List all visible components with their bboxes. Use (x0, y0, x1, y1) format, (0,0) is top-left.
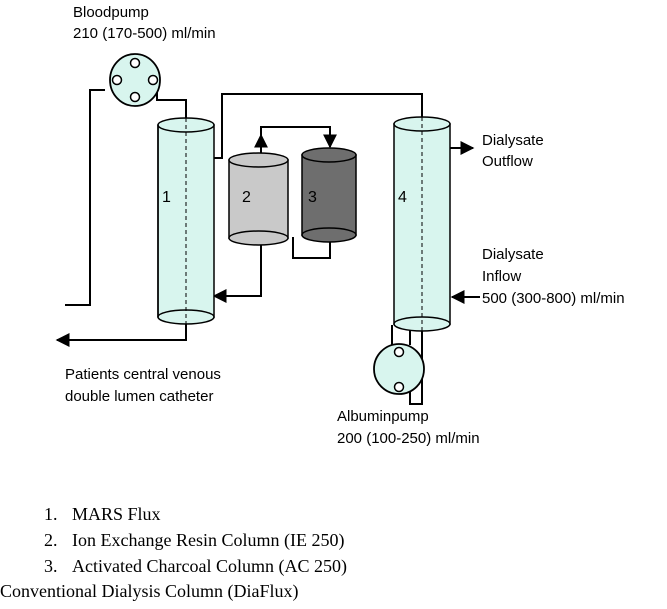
column-3-number: 3 (308, 189, 317, 206)
legend-marker-3: 3. (44, 556, 58, 576)
bloodpump-rate: 210 (170-500) ml/min (73, 25, 216, 42)
patient-line1: Patients central venous (65, 366, 221, 383)
column-2-number: 2 (242, 189, 251, 206)
column-4-number: 4 (398, 189, 407, 206)
dialysate-inflow-rate: 500 (300-800) ml/min (482, 290, 625, 307)
circuit-drawing (55, 53, 480, 405)
column-3 (301, 147, 357, 243)
legend-text-1: MARS Flux (72, 504, 161, 524)
albuminpump-title: Albuminpump (337, 408, 429, 425)
blood-line-inlet (65, 89, 105, 306)
legend-marker-2: 2. (44, 530, 58, 550)
patient-line2: double lumen catheter (65, 388, 214, 405)
column-1 (157, 117, 215, 325)
legend-text-2: Ion Exchange Resin Column (IE 250) (72, 530, 345, 550)
column-1-number: 1 (162, 189, 171, 206)
bloodpump-icon (109, 53, 161, 107)
dialysate-inflow-line1: Dialysate (482, 246, 544, 263)
dialysate-outflow-line2: Outflow (482, 153, 533, 170)
legend-text-4: Conventional Dialysis Column (DiaFlux) (0, 581, 299, 601)
legend-text-3: Activated Charcoal Column (AC 250) (72, 556, 347, 576)
column-2 (228, 152, 289, 246)
albuminpump-icon (373, 343, 425, 395)
legend-marker-1: 1. (44, 504, 58, 524)
dialysate-outflow-line1: Dialysate (482, 132, 544, 149)
dialysate-inflow-line2: Inflow (482, 268, 522, 285)
albumin-line-back-to-column-1 (212, 237, 262, 303)
bloodpump-title: Bloodpump (73, 4, 149, 21)
albumin-line-top (212, 93, 429, 159)
column-4 (393, 116, 451, 332)
albuminpump-rate: 200 (100-250) ml/min (337, 430, 480, 447)
albumin-line-bottom (292, 237, 331, 259)
